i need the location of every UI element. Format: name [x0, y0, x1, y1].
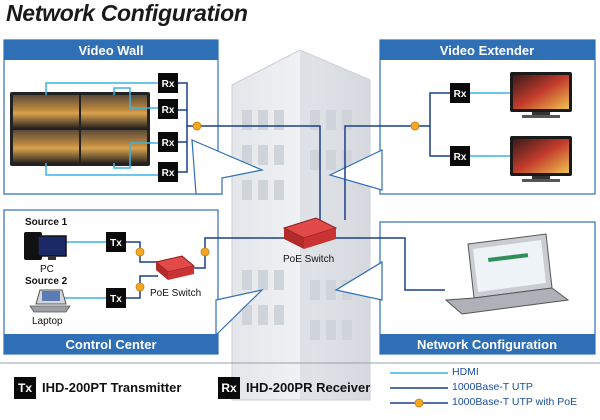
- panel-title-control-center: Control Center: [66, 337, 157, 352]
- tv-display: [510, 136, 572, 182]
- pc-label: PC: [40, 264, 54, 275]
- legend-tx-box: Tx: [14, 377, 36, 399]
- panel-control-center: Control Center: [3, 209, 264, 355]
- rx-box: Rx: [158, 162, 178, 182]
- video-extender-hdmi-lines: [470, 92, 510, 157]
- legend-tx-label: IHD-200PT Transmitter: [42, 380, 182, 395]
- panel-network-configuration: Network Configuration: [334, 221, 596, 355]
- pc-icon: [24, 232, 67, 260]
- svg-text:Rx: Rx: [162, 138, 175, 149]
- laptop-label: Laptop: [32, 316, 63, 327]
- svg-text:Rx: Rx: [454, 89, 467, 100]
- panel-header-network-configuration: [380, 334, 595, 354]
- rx-box: Rx: [158, 99, 178, 119]
- tv-display: [510, 72, 572, 118]
- panel-header-video-wall: [4, 40, 218, 60]
- legend-rx-box: Rx: [218, 377, 240, 399]
- svg-text:Rx: Rx: [162, 168, 175, 179]
- control-center-hdmi-lines: [64, 241, 106, 299]
- poe-switch-small: [154, 255, 196, 280]
- video-wall-screens: [10, 92, 150, 166]
- panel-title-video-wall: Video Wall: [78, 43, 143, 58]
- config-laptop-icon: [444, 233, 570, 315]
- svg-text:Rx: Rx: [162, 105, 175, 116]
- panel-title-video-extender: Video Extender: [440, 43, 534, 58]
- poe-switch-main-label: PoE Switch: [283, 254, 334, 265]
- legend-hdmi-label: HDMI: [452, 366, 479, 378]
- network-config-utp-line: [335, 237, 445, 291]
- legend-utp-poe-label: 1000Base-T UTP with PoE: [452, 396, 578, 408]
- legend-rx-label: IHD-200PR Receiver: [246, 380, 371, 395]
- page-title: Network Configuration: [6, 0, 248, 26]
- svg-text:Rx: Rx: [454, 152, 467, 163]
- rx-box: Rx: [158, 132, 178, 152]
- svg-text:Tx: Tx: [110, 294, 122, 305]
- panel-title-network-configuration: Network Configuration: [417, 337, 557, 352]
- panel-header-control-center: [4, 334, 218, 354]
- source2-label: Source 2: [25, 276, 68, 287]
- legend-utp-label: 1000Base-T UTP: [452, 381, 533, 393]
- panel-header-video-extender: [380, 40, 595, 60]
- source1-label: Source 1: [25, 217, 68, 228]
- tx-box: Tx: [106, 232, 126, 252]
- rx-box: Rx: [450, 83, 470, 103]
- video-extender-utp-lines: [344, 92, 452, 220]
- rx-box: Rx: [450, 146, 470, 166]
- svg-text:Tx: Tx: [110, 238, 122, 249]
- poe-switch-main: [282, 217, 338, 249]
- legend-poe-dot: [414, 398, 424, 408]
- tx-box: Tx: [106, 288, 126, 308]
- laptop-icon: [29, 289, 71, 313]
- poe-dots: [135, 121, 420, 292]
- rx-box: Rx: [158, 73, 178, 93]
- svg-text:Rx: Rx: [162, 79, 175, 90]
- video-wall-hdmi-lines: [45, 82, 158, 176]
- poe-switch-small-label: PoE Switch: [150, 288, 201, 299]
